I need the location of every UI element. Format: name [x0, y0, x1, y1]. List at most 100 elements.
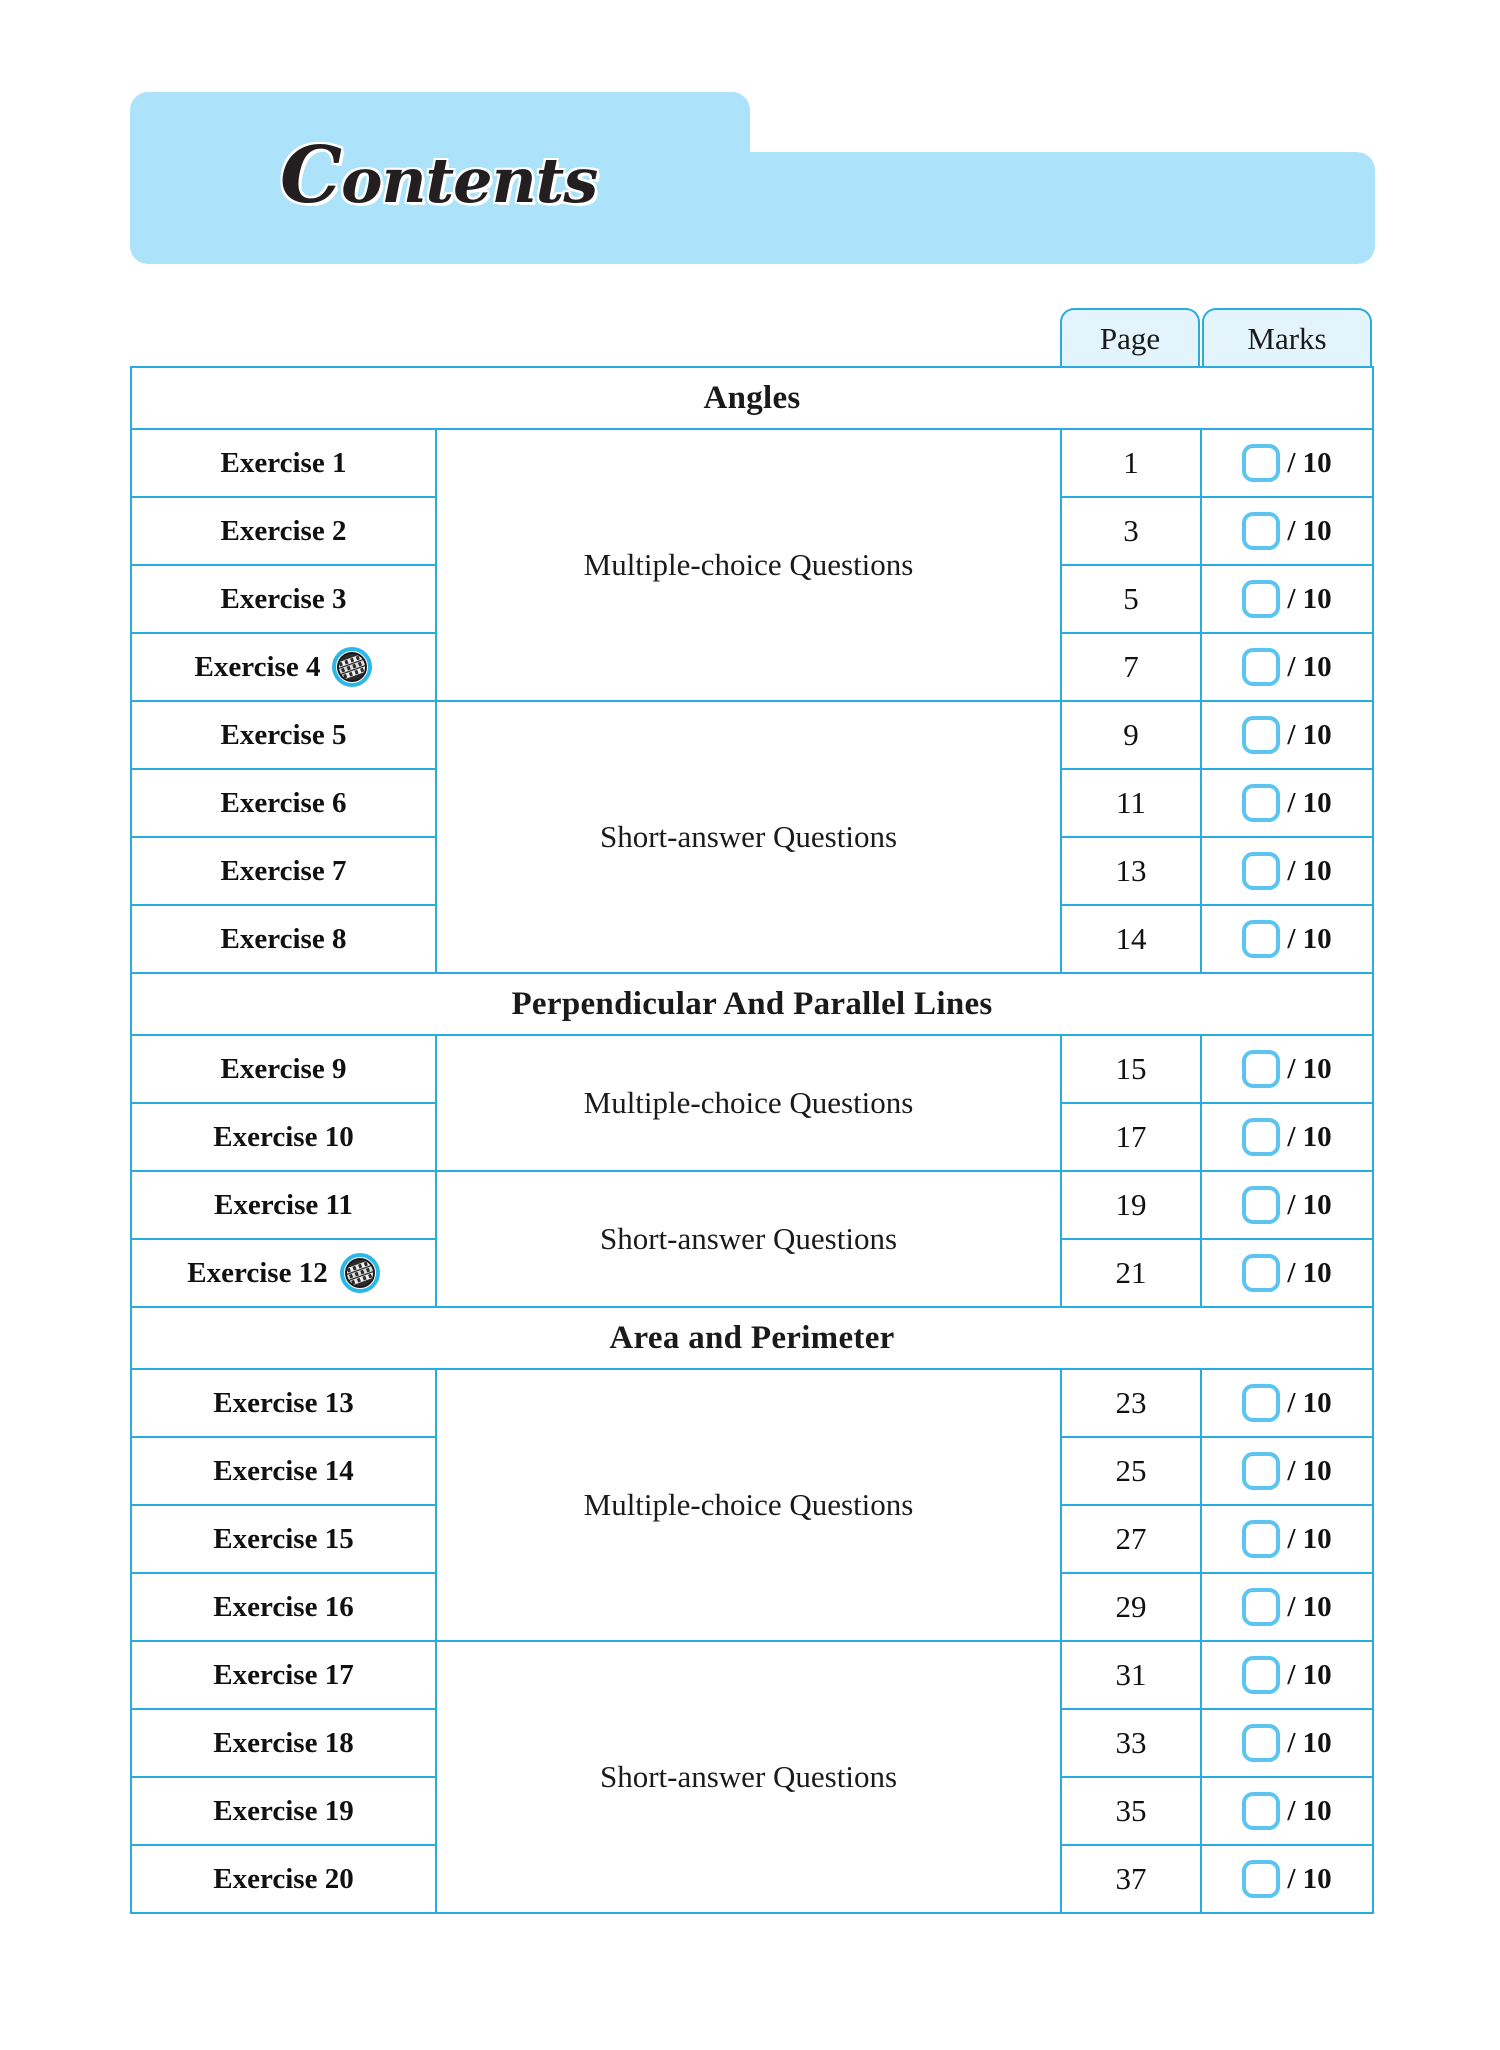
table-row[interactable]: Exercise 4 7/ 10 [130, 632, 1375, 702]
score-input-box[interactable] [1242, 716, 1281, 754]
exercise-cell[interactable]: Exercise 20 [130, 1844, 437, 1914]
table-row[interactable]: Exercise 19 35/ 10 [130, 1776, 1375, 1846]
marks-cell[interactable]: / 10 [1199, 1640, 1375, 1710]
marks-cell[interactable]: / 10 [1199, 564, 1375, 634]
exercise-cell[interactable]: Exercise 2 [130, 496, 437, 566]
table-row[interactable]: Exercise 12 21/ 10 [130, 1238, 1375, 1308]
exercise-cell[interactable]: Exercise 15 [130, 1504, 437, 1574]
marks-cell[interactable]: / 10 [1199, 1708, 1375, 1778]
video-icon-wrapper[interactable] [339, 1253, 380, 1293]
score-input-box[interactable] [1242, 1724, 1281, 1762]
table-row[interactable]: Exercise 7 13/ 10 [130, 836, 1375, 906]
page-number-cell[interactable]: 15 [1060, 1034, 1202, 1104]
score-input-box[interactable] [1242, 512, 1281, 550]
score-input-box[interactable] [1242, 1792, 1281, 1830]
score-input-box[interactable] [1242, 1520, 1281, 1558]
page-number-cell[interactable]: 25 [1060, 1436, 1202, 1506]
page-number-cell[interactable]: 31 [1060, 1640, 1202, 1710]
exercise-cell[interactable]: Exercise 14 [130, 1436, 437, 1506]
table-row[interactable]: Exercise 15 27/ 10 [130, 1504, 1375, 1574]
marks-cell[interactable]: / 10 [1199, 496, 1375, 566]
video-icon-wrapper[interactable] [332, 647, 373, 687]
page-number-cell[interactable]: 19 [1060, 1170, 1202, 1240]
exercise-cell[interactable]: Exercise 10 [130, 1102, 437, 1172]
page-number-cell[interactable]: 7 [1060, 632, 1202, 702]
marks-cell[interactable]: / 10 [1199, 1368, 1375, 1438]
marks-cell[interactable]: / 10 [1199, 1776, 1375, 1846]
exercise-cell[interactable]: Exercise 3 [130, 564, 437, 634]
marks-cell[interactable]: / 10 [1199, 1504, 1375, 1574]
exercise-cell[interactable]: Exercise 6 [130, 768, 437, 838]
exercise-cell[interactable]: Exercise 9 [130, 1034, 437, 1104]
marks-cell[interactable]: / 10 [1199, 1238, 1375, 1308]
page-number-cell[interactable]: 3 [1060, 496, 1202, 566]
table-row[interactable]: Exercise 20 37/ 10 [130, 1844, 1375, 1914]
marks-cell[interactable]: / 10 [1199, 1034, 1375, 1104]
table-row[interactable]: Exercise 8 14/ 10 [130, 904, 1375, 974]
exercise-cell[interactable]: Exercise 8 [130, 904, 437, 974]
marks-cell[interactable]: / 10 [1199, 700, 1375, 770]
page-number-cell[interactable]: 23 [1060, 1368, 1202, 1438]
score-input-box[interactable] [1242, 580, 1281, 618]
exercise-cell[interactable]: Exercise 12 [130, 1238, 437, 1308]
page-number-cell[interactable]: 1 [1060, 428, 1202, 498]
score-input-box[interactable] [1242, 1186, 1281, 1224]
table-row[interactable]: Exercise 14 25/ 10 [130, 1436, 1375, 1506]
score-input-box[interactable] [1242, 1118, 1281, 1156]
page-number-cell[interactable]: 33 [1060, 1708, 1202, 1778]
marks-cell[interactable]: / 10 [1199, 1170, 1375, 1240]
marks-cell[interactable]: / 10 [1199, 1436, 1375, 1506]
marks-cell[interactable]: / 10 [1199, 1844, 1375, 1914]
marks-cell[interactable]: / 10 [1199, 836, 1375, 906]
exercise-cell[interactable]: Exercise 5 [130, 700, 437, 770]
score-input-box[interactable] [1242, 444, 1281, 482]
table-row[interactable]: Exercise 3 5/ 10 [130, 564, 1375, 634]
marks-cell[interactable]: / 10 [1199, 632, 1375, 702]
score-input-box[interactable] [1242, 1588, 1281, 1626]
exercise-cell[interactable]: Exercise 18 [130, 1708, 437, 1778]
page-number-cell[interactable]: 5 [1060, 564, 1202, 634]
table-row[interactable]: Exercise 10 17/ 10 [130, 1102, 1375, 1172]
marks-cell[interactable]: / 10 [1199, 1572, 1375, 1642]
exercise-cell[interactable]: Exercise 13 [130, 1368, 437, 1438]
exercise-cell[interactable]: Exercise 11 [130, 1170, 437, 1240]
marks-cell[interactable]: / 10 [1199, 904, 1375, 974]
exercise-cell[interactable]: Exercise 17 [130, 1640, 437, 1710]
exercise-cell[interactable]: Exercise 16 [130, 1572, 437, 1642]
table-row[interactable]: Exercise 2 3/ 10 [130, 496, 1375, 566]
table-row[interactable]: Exercise 16 29/ 10 [130, 1572, 1375, 1642]
score-input-box[interactable] [1242, 920, 1281, 958]
page-number-cell[interactable]: 35 [1060, 1776, 1202, 1846]
score-input-box[interactable] [1242, 648, 1281, 686]
exercise-cell[interactable]: Exercise 7 [130, 836, 437, 906]
page-number-cell[interactable]: 11 [1060, 768, 1202, 838]
score-input-box[interactable] [1242, 784, 1281, 822]
score-input-box[interactable] [1242, 1860, 1281, 1898]
score-input-box[interactable] [1242, 852, 1281, 890]
score-input-box[interactable] [1242, 1452, 1281, 1490]
page-number-cell[interactable]: 17 [1060, 1102, 1202, 1172]
marks-cell[interactable]: / 10 [1199, 768, 1375, 838]
score-input-box[interactable] [1242, 1254, 1281, 1292]
page-number-cell[interactable]: 21 [1060, 1238, 1202, 1308]
page-number-cell[interactable]: 37 [1060, 1844, 1202, 1914]
page-number-cell[interactable]: 14 [1060, 904, 1202, 974]
exercise-cell[interactable]: Exercise 4 [130, 632, 437, 702]
marks-cell[interactable]: / 10 [1199, 1102, 1375, 1172]
page-number-cell[interactable]: 27 [1060, 1504, 1202, 1574]
exercise-cell[interactable]: Exercise 1 [130, 428, 437, 498]
score-input-box[interactable] [1242, 1656, 1281, 1694]
table-row[interactable]: Exercise 6 11/ 10 [130, 768, 1375, 838]
score-input-box[interactable] [1242, 1050, 1281, 1088]
exercise-cell[interactable]: Exercise 19 [130, 1776, 437, 1846]
page-number-cell[interactable]: 9 [1060, 700, 1202, 770]
table-row[interactable]: Exercise 18 33/ 10 [130, 1708, 1375, 1778]
page-number-cell[interactable]: 29 [1060, 1572, 1202, 1642]
page-number-cell[interactable]: 13 [1060, 836, 1202, 906]
